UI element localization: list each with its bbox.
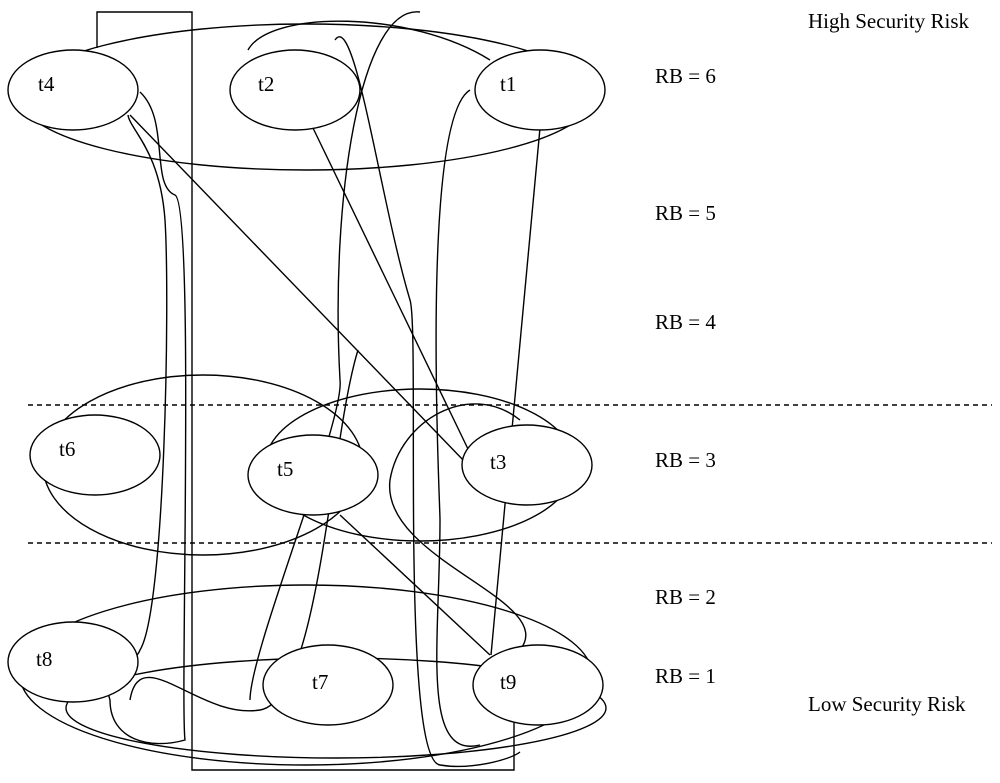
level-rb1-label: RB = 1 bbox=[655, 664, 716, 688]
node-t9-label: t9 bbox=[500, 670, 516, 694]
node-t3-label: t3 bbox=[490, 450, 506, 474]
low-security-risk-label: Low Security Risk bbox=[808, 692, 966, 716]
level-rb6-label: RB = 6 bbox=[655, 64, 716, 88]
node-t7: t7 bbox=[262, 644, 394, 726]
high-security-risk-label: High Security Risk bbox=[808, 9, 969, 33]
node-t1-label: t1 bbox=[500, 72, 516, 96]
level-rb3-label: RB = 3 bbox=[655, 448, 716, 472]
node-t4: t4 bbox=[7, 49, 139, 131]
level-rb5-label: RB = 5 bbox=[655, 201, 716, 225]
node-t3: t3 bbox=[461, 424, 593, 506]
node-t2: t2 bbox=[229, 49, 361, 131]
node-t7-label: t7 bbox=[312, 670, 328, 694]
node-t4-label: t4 bbox=[38, 72, 55, 96]
node-t8: t8 bbox=[7, 621, 139, 703]
node-t6-label: t6 bbox=[59, 437, 75, 461]
node-t1: t1 bbox=[474, 49, 606, 131]
node-t5: t5 bbox=[247, 434, 379, 516]
node-t5-label: t5 bbox=[277, 457, 293, 481]
node-t2-label: t2 bbox=[258, 72, 274, 96]
node-t6: t6 bbox=[29, 414, 161, 496]
frame-rectangle bbox=[96, 11, 515, 771]
level-rb2-label: RB = 2 bbox=[655, 585, 716, 609]
node-t9: t9 bbox=[472, 644, 604, 726]
node-t8-label: t8 bbox=[36, 647, 52, 671]
level-rb4-label: RB = 4 bbox=[655, 310, 716, 334]
